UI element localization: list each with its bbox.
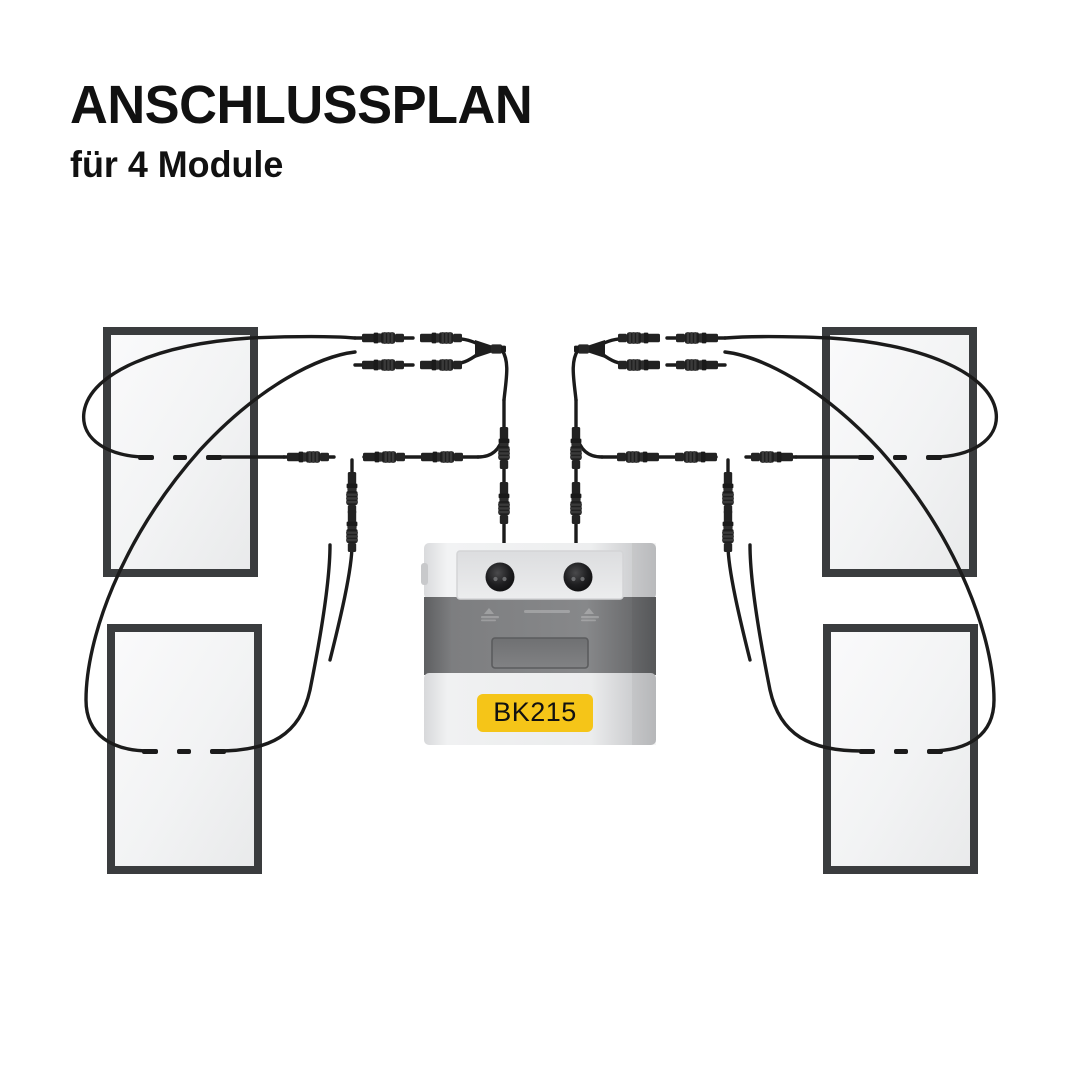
mc4-connector-pair <box>362 332 404 344</box>
inverter-device[interactable]: BK215 <box>421 543 656 745</box>
mc4-connector-pair <box>363 451 405 463</box>
terminal-center <box>173 455 187 460</box>
page-title: ANSCHLUSSPLAN <box>70 75 533 135</box>
dc-input-port-2[interactable] <box>563 562 593 592</box>
y-branch-splitter-right <box>574 340 605 358</box>
model-label: BK215 <box>477 694 593 732</box>
cable-splitter-right-out-top <box>571 348 580 402</box>
page-subtitle: für 4 Module <box>70 144 284 185</box>
drop-right-low <box>726 543 752 662</box>
mc4-connector-pair <box>675 451 717 463</box>
cable-tr-negative <box>723 334 998 459</box>
mc4-connector-pair <box>722 510 734 552</box>
mc4-connector-pair <box>498 482 510 524</box>
module-top-right[interactable] <box>822 327 977 577</box>
mc4-connector-pair <box>498 427 510 469</box>
mc4-connector-pair <box>420 332 462 344</box>
cable-bl-positive <box>216 543 332 753</box>
connectors-right-upper <box>574 332 718 371</box>
connectors-right-bus <box>617 451 793 552</box>
mc4-connector-pair <box>420 359 462 371</box>
mc4-connector-pair <box>676 332 718 344</box>
mc4-connector-pair <box>751 451 793 463</box>
terminal-center <box>894 749 908 754</box>
y-branch-splitter-left <box>475 340 506 358</box>
mc4-connector-pair <box>722 472 734 514</box>
model-label-text: BK215 <box>493 697 577 727</box>
cable-group-right <box>723 334 998 753</box>
cable-br-positive <box>748 543 864 753</box>
terminal-center <box>177 749 191 754</box>
title-block: ANSCHLUSSPLAN für 4 Module <box>70 78 770 183</box>
mc4-connector-pair <box>618 332 660 344</box>
cable-splitter-left-out-top <box>500 348 509 402</box>
mc4-connector-pair <box>346 472 358 514</box>
connectors-left-bus <box>287 451 463 552</box>
mc4-connector-pair <box>570 482 582 524</box>
terminal-center <box>893 455 907 460</box>
cable-tl-negative <box>82 334 357 459</box>
mc4-connector-pair <box>570 427 582 469</box>
cable-br-negative <box>723 350 996 753</box>
mc4-connector-pair <box>362 359 404 371</box>
dc-input-port-1[interactable] <box>485 562 515 592</box>
port-recess <box>456 550 624 600</box>
mc4-connector-pair <box>618 359 660 371</box>
display-screen <box>491 637 589 669</box>
mc4-connector-pair <box>421 451 463 463</box>
connectors-left-upper <box>362 332 506 371</box>
cable-group-left <box>82 334 357 753</box>
mc4-connector-pair <box>676 359 718 371</box>
drop-left-low <box>328 543 354 662</box>
side-button[interactable] <box>421 563 428 585</box>
module-top-left[interactable] <box>103 327 258 577</box>
mc4-connector-pair <box>617 451 659 463</box>
mc4-connector-pair <box>287 451 329 463</box>
mc4-connector-pair <box>346 510 358 552</box>
certification-marks <box>481 608 599 622</box>
cable-bl-negative <box>84 350 357 753</box>
